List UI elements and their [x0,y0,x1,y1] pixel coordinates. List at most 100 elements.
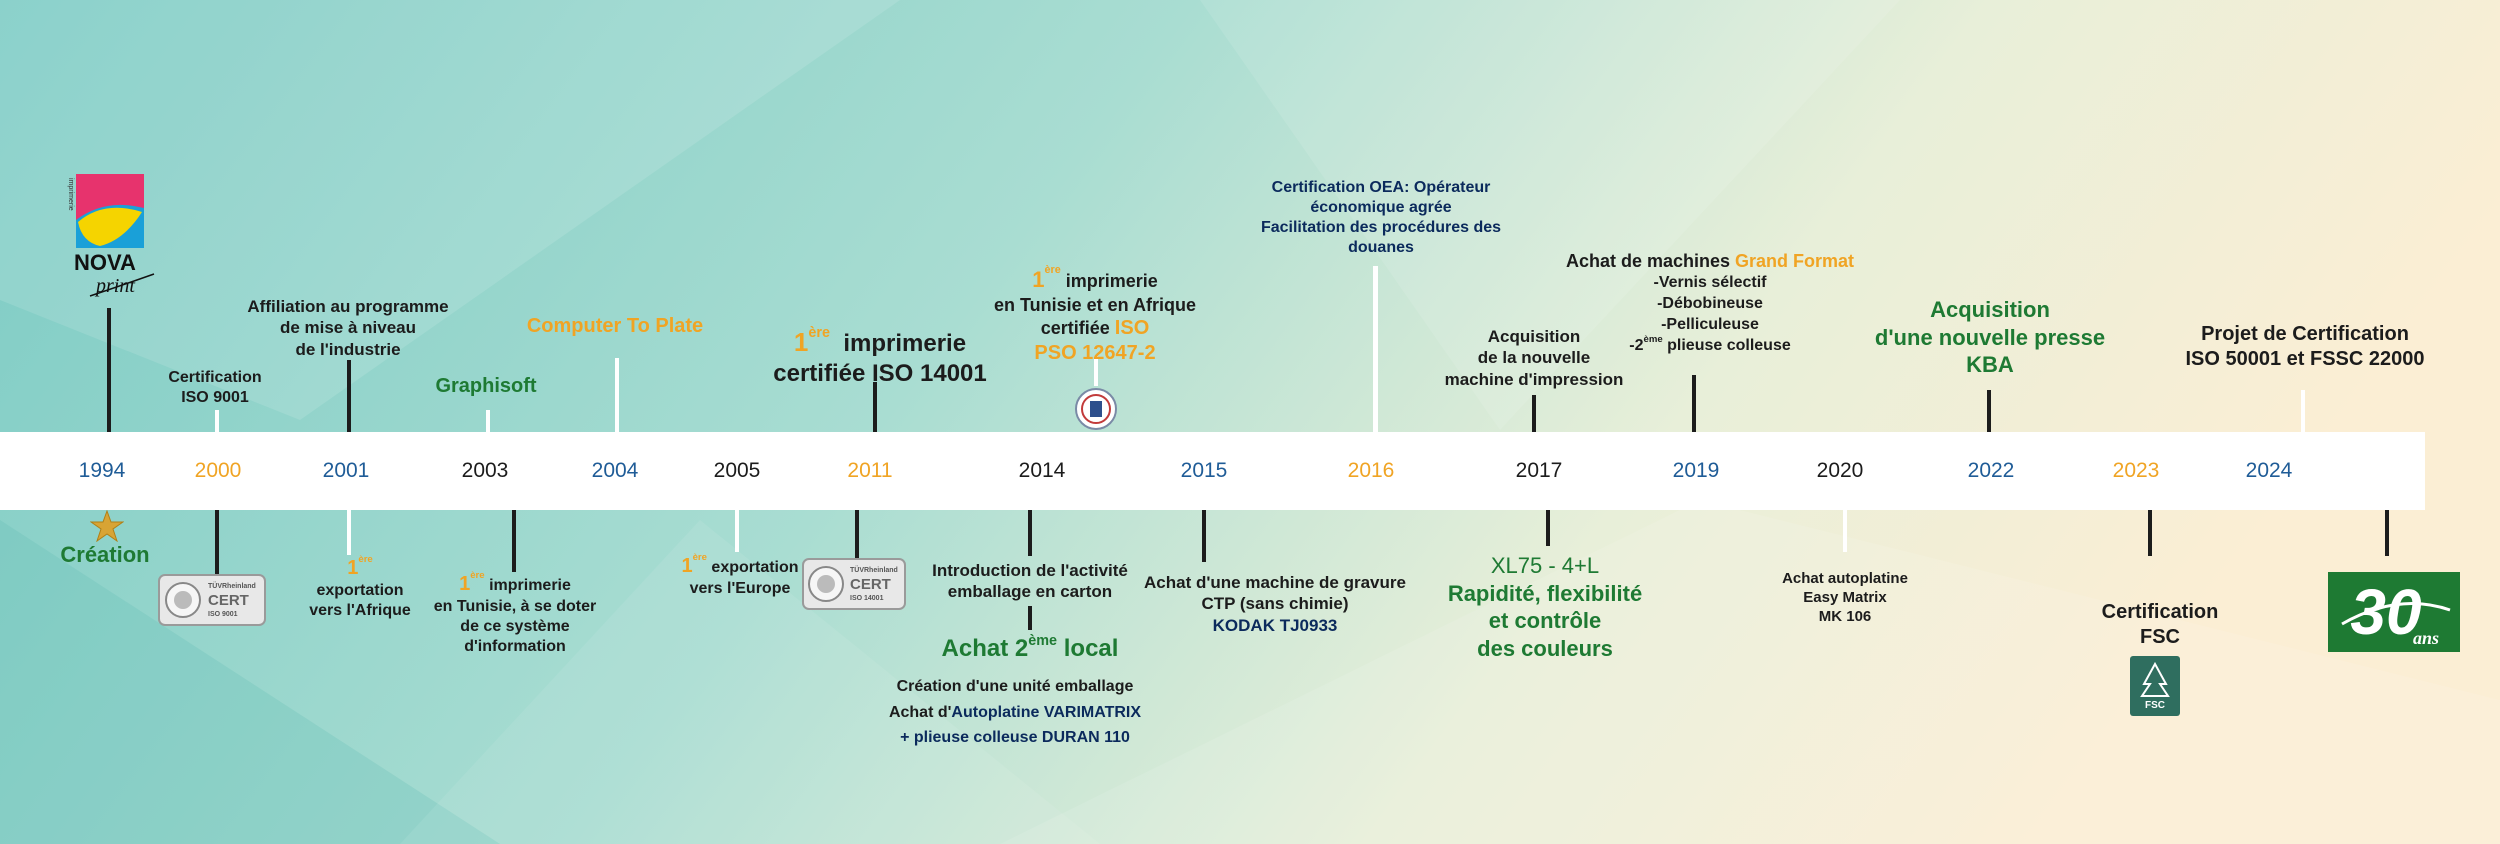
event-2014c-line2b: Autoplatine VARIMATRIX [951,703,1142,721]
event-2001a-line3: de l'industrie [295,339,401,359]
event-2016-line2: économique agrée [1310,199,1452,216]
event-2005-sup: ère [692,552,707,563]
event-2022-line1: Acquisition [1930,297,2050,322]
year-2022: 2022 [1967,459,2015,482]
event-2022-kba: Acquisition d'une nouvelle presse KBA [1850,296,2130,379]
event-2001b-sup: ère [358,554,373,565]
event-2019-line1: -Vernis sélectif [1653,274,1767,292]
event-2001b-num: 1 [347,557,359,579]
year-2016: 2016 [1347,459,1395,482]
timeline-band [0,432,2425,510]
event-2017a-line2: de la nouvelle [1477,348,1591,368]
event-2000-certification: Certification ISO 9001 [135,368,295,408]
connector-2011 [873,382,877,432]
logo-script-text: print [94,275,135,297]
year-2003: 2003 [461,459,509,482]
event-2003-graphisoft: Graphisoft [435,375,537,397]
event-2019-line4b: plieuse colleuse [1662,336,1791,354]
event-2014c-line1: Création d'une unité emballage [896,678,1134,695]
event-2017a-line3: machine d'impression [1444,369,1624,389]
event-2001a-line1: Affiliation au programme [247,297,449,316]
connector-2020 [1843,510,1847,552]
connector-1994 [107,308,111,432]
event-2016-line1: Certification OEA: Opérateur [1271,179,1491,196]
event-2001b-line2: vers l'Afrique [309,602,411,619]
year-2015: 2015 [1180,459,1228,482]
year-2023: 2023 [2112,459,2160,482]
event-2014-second-local: Achat 2ème local [880,633,1180,664]
event-2005-line1: exportation [711,559,799,576]
year-2000: 2000 [194,459,242,482]
event-2003b-line2: en Tunisie, à se doter [433,598,597,615]
event-2017b-line3: des couleurs [1477,635,1613,661]
event-2017b-line1: Rapidité, flexibilité [1447,580,1643,606]
event-2014c-line2a: Achat d' [888,703,952,721]
event-2024-line1: Projet de Certification [2201,323,2409,345]
event-1994-creation: Création [60,542,150,567]
fsc-logo-badge: FSC [2130,656,2180,716]
year-2020: 2020 [1816,459,1864,482]
event-2011-line1: imprimerie [843,330,967,357]
event-2017-xl75: XL75 - 4+L Rapidité, flexibilité et cont… [1410,552,1680,662]
event-2019-line2: -Débobineuse [1657,295,1763,313]
event-2020-autoplatine: Achat autoplatine Easy Matrix MK 106 [1755,570,1935,626]
event-2020-line3: MK 106 [1818,607,1872,625]
event-2016-line3: Facilitation des procédures des [1260,219,1502,236]
connector-2001a [347,360,351,432]
event-2017a-line1: Acquisition [1487,327,1581,346]
event-2014c-head1: Achat 2 [941,635,1029,662]
event-2014a-iso: ISO [1114,317,1150,339]
event-2000-line2: ISO 9001 [181,389,249,406]
event-2024-line2: ISO 50001 et FSSC 22000 [2185,348,2425,370]
event-2014b-line1: Introduction de l'activité [932,561,1128,580]
cert-label-2: CERT [850,576,891,593]
iso14001-label: ISO 14001 [850,595,884,602]
event-2003b-sup: ère [470,570,485,581]
connector-2017b [1546,510,1550,546]
event-2001a-line2: de mise à niveau [279,318,417,338]
event-2020-line2: Easy Matrix [1803,588,1887,606]
connector-2024b [2385,510,2389,556]
logo-side-text: imprimerie [67,178,74,211]
connector-2023 [2148,510,2152,556]
event-2017-acquisition: Acquisition de la nouvelle machine d'imp… [1414,326,1654,390]
event-2016-oea: Certification OEA: Opérateur économique … [1236,178,1526,258]
event-2019-head2: Grand Format [1735,251,1855,271]
connector-2019 [1692,375,1696,432]
iso-9001-cert-badge: TÜVRheinland CERT ISO 9001 [158,574,266,626]
year-2019: 2019 [1672,459,1720,482]
event-2023-line2: FSC [2140,626,2180,648]
event-2024-projet: Projet de Certification ISO 50001 et FSS… [2150,322,2460,372]
event-2015-line2: CTP (sans chimie) [1201,594,1349,614]
event-2014-emballage-details: Création d'une unité emballage Achat d'A… [850,674,1180,751]
connector-2014b [1028,510,1032,556]
event-2014-pso: 1ère imprimerie en Tunisie et en Afrique… [960,264,1230,366]
event-2014c-head2: local [1063,635,1119,662]
event-2019-line4a: -2 [1629,336,1644,354]
pso-seal-badge [1075,388,1117,430]
year-1994: 1994 [78,459,126,482]
anniv-sub: ans [2413,628,2439,648]
event-2011-sup: ère [808,325,830,341]
event-2015-line3: KODAK TJ0933 [1212,615,1338,635]
year-2011: 2011 [847,459,893,482]
event-2014c-line3: + plieuse colleuse DURAN 110 [900,729,1130,747]
event-2014a-sup: ère [1044,264,1061,276]
event-2003b-line4: d'information [464,638,566,655]
event-2017b-line2: et contrôle [1488,608,1602,633]
connector-2016 [1373,266,1378,432]
iso9001-label: ISO 9001 [208,611,238,618]
year-2001: 2001 [322,459,370,482]
event-2015-line1: Achat d'une machine de gravure [1144,573,1406,592]
connector-2000b [215,510,219,574]
connector-2005 [735,510,739,552]
connector-2011b [855,510,859,558]
event-2011-line2: certifiée ISO 14001 [773,360,987,387]
event-2005-num: 1 [681,555,693,577]
event-2011-num: 1 [793,327,809,357]
event-2011-iso14001: 1ère imprimerie certifiée ISO 14001 [740,325,1020,389]
event-2014a-line1: imprimerie [1065,271,1158,291]
event-2003-first-printer: 1ère imprimerie en Tunisie, à se doter d… [410,570,620,657]
event-2017b-line0: XL75 - 4+L [1490,553,1600,578]
event-2005-export-europe: 1ère exportation vers l'Europe [660,552,820,599]
